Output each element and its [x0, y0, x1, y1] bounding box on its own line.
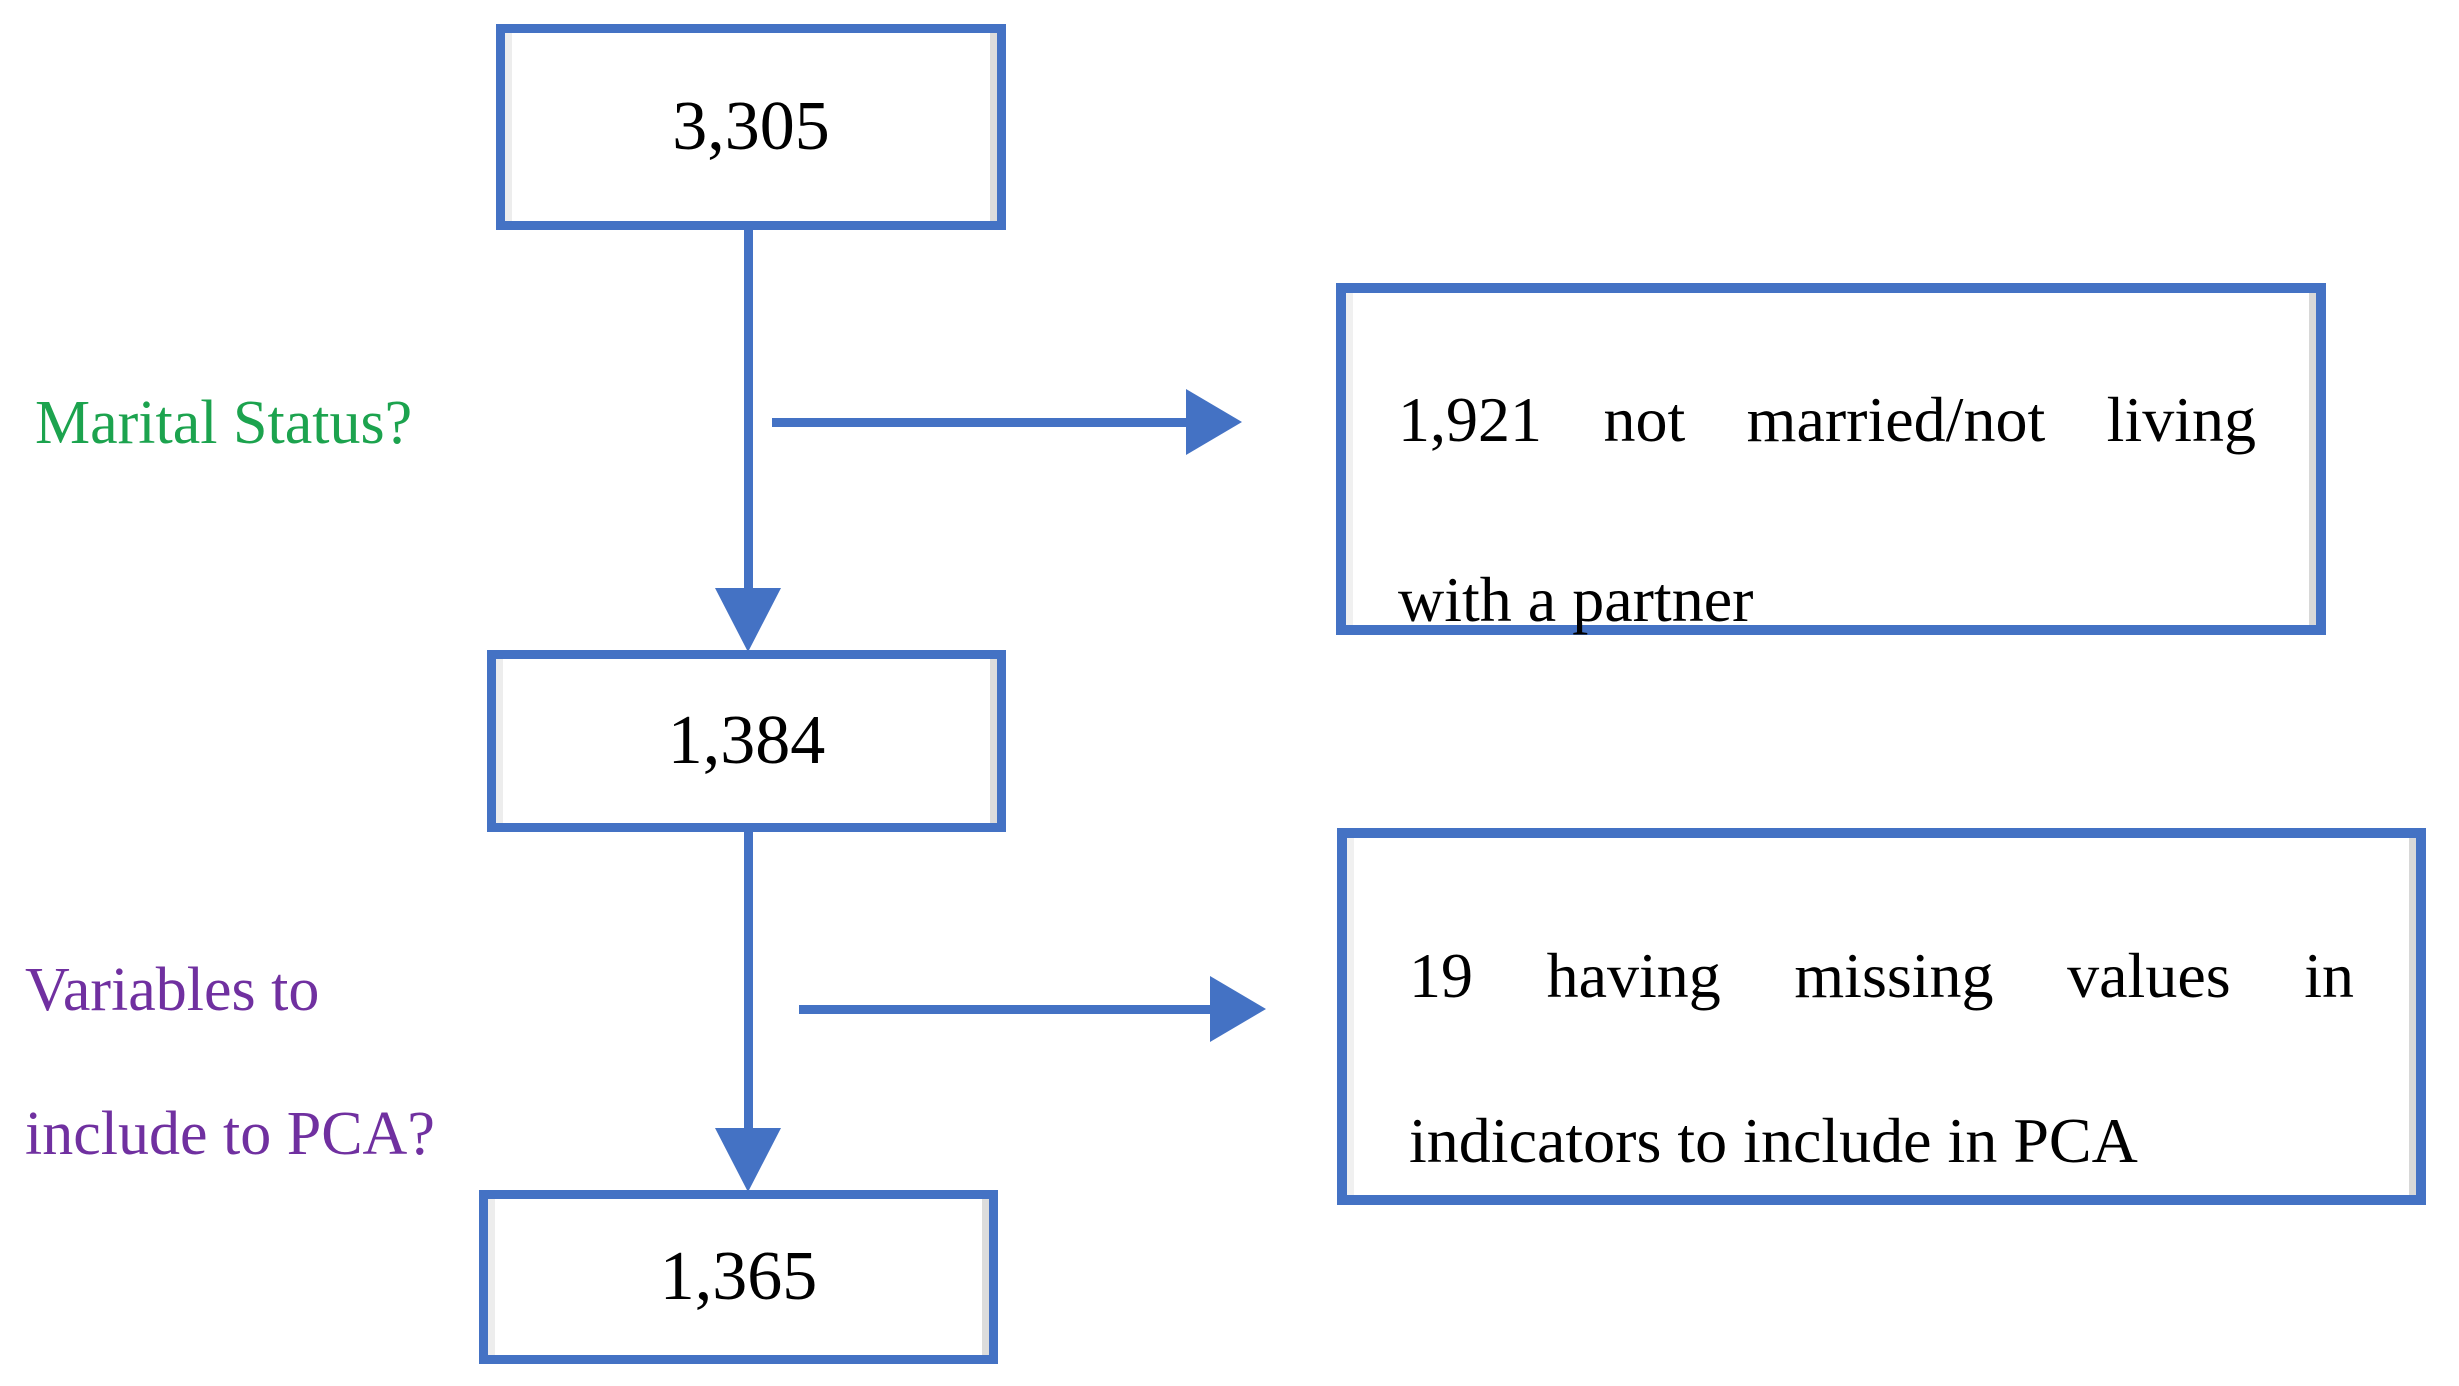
arrow-down-1-head-icon: [715, 588, 781, 652]
node-initial-count: 3,305: [496, 24, 1006, 230]
exclusion-box-pca: 19 having missing values in indicators t…: [1337, 828, 2426, 1205]
arrow-right-2-shaft: [799, 1005, 1213, 1014]
exclusion-marital-line2: with a partner: [1398, 564, 1754, 635]
arrow-down-2-head-icon: [715, 1128, 781, 1192]
node-initial-count-value: 3,305: [672, 88, 830, 165]
node-final-count: 1,365: [479, 1190, 998, 1364]
node-final-count-value: 1,365: [659, 1238, 818, 1315]
node-after-marital-count-value: 1,384: [667, 702, 826, 779]
arrow-right-1-head-icon: [1186, 389, 1242, 455]
exclusion-marital-line1: 1,921 not married/not living: [1398, 384, 2256, 455]
branch-label-pca-line2: include to PCA?: [25, 1100, 435, 1168]
branch-label-marital-status: Marital Status?: [35, 389, 413, 457]
arrow-down-1-shaft: [744, 230, 753, 588]
arrow-right-2-head-icon: [1210, 976, 1266, 1042]
exclusion-pca-line2: indicators to include in PCA: [1409, 1105, 2138, 1176]
node-after-marital-count: 1,384: [487, 650, 1006, 832]
arrow-down-2-shaft: [744, 832, 753, 1128]
exclusion-box-marital: 1,921 not married/not living with a part…: [1336, 283, 2326, 635]
branch-label-pca-line1: Variables to: [25, 956, 320, 1024]
arrow-right-1-shaft: [772, 418, 1186, 427]
exclusion-pca-line1: 19 having missing values in: [1409, 940, 2354, 1011]
